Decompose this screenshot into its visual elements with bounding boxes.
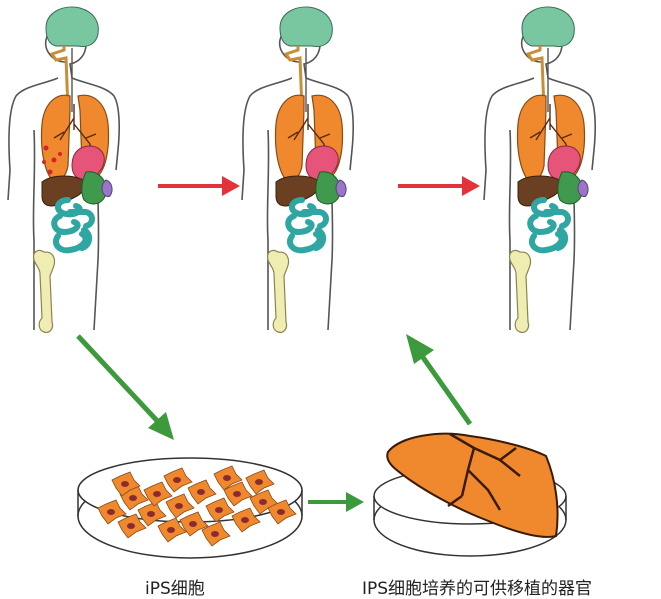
ips-cell-dish	[78, 458, 302, 558]
organ-dish	[374, 434, 566, 556]
derive-cells-arrow	[78, 336, 174, 440]
figure-diseased	[8, 7, 119, 332]
culture-arrow	[308, 492, 364, 512]
transplant-arrow	[406, 334, 470, 424]
progression-arrow-2	[398, 176, 480, 196]
ips-cells-caption: iPS细胞	[145, 574, 205, 599]
cultured-organ-caption: IPS细胞培养的可供移植的器官	[362, 574, 592, 599]
figure-middle	[242, 7, 353, 332]
progression-arrow-1	[158, 176, 240, 196]
figure-treated	[484, 7, 595, 332]
